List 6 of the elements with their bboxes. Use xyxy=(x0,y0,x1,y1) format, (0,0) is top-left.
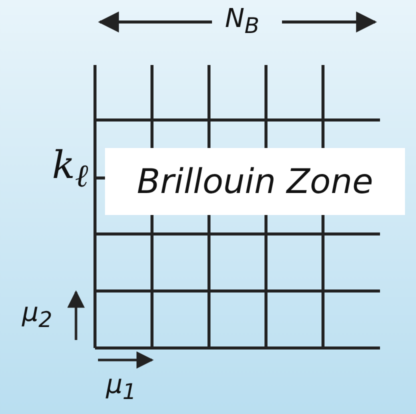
label-box xyxy=(105,148,405,215)
axis-label: k$_{ℓ}$ xyxy=(52,146,88,194)
axis-label: μ$_{2}$ xyxy=(22,300,52,332)
axis-label: μ$_{1}$ xyxy=(106,372,136,404)
axis-label: N$_{B}$ xyxy=(225,6,260,38)
region-label: Brillouin Zone xyxy=(136,162,374,202)
